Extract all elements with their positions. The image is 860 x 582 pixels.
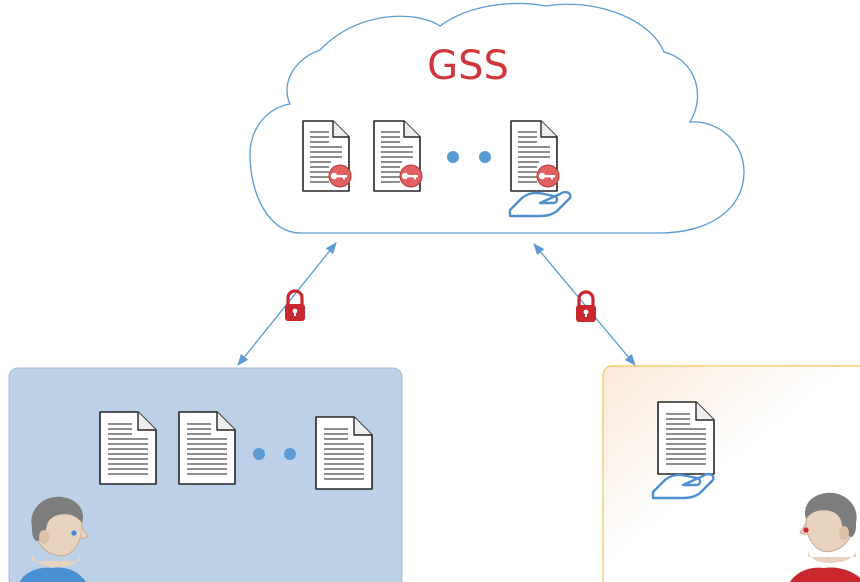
owner-user-icon bbox=[20, 496, 89, 582]
receiver-user-icon bbox=[790, 492, 860, 582]
encrypted-document-icon bbox=[373, 120, 423, 192]
shared-document-icon bbox=[657, 401, 715, 475]
cloud-title: GSS bbox=[427, 43, 509, 89]
document-icon bbox=[99, 411, 157, 485]
ellipsis-dot bbox=[284, 448, 296, 460]
cloud-outline bbox=[249, 2, 745, 234]
owner-link bbox=[237, 242, 337, 366]
padlock-icon bbox=[574, 290, 598, 324]
ellipsis-dot bbox=[447, 151, 459, 163]
gss-cloud: GSS bbox=[249, 2, 745, 234]
encrypted-document-icon bbox=[302, 120, 352, 192]
owner-panel bbox=[8, 367, 403, 582]
document-icon bbox=[178, 411, 236, 485]
ellipsis-dot bbox=[253, 448, 265, 460]
ellipsis-dot bbox=[479, 151, 491, 163]
receiver-link bbox=[533, 243, 636, 366]
encrypted-document-icon bbox=[510, 120, 560, 192]
receiver-panel bbox=[602, 365, 860, 582]
bidirectional-arrow bbox=[533, 243, 636, 366]
document-icon bbox=[315, 416, 373, 490]
padlock-icon bbox=[283, 289, 307, 323]
